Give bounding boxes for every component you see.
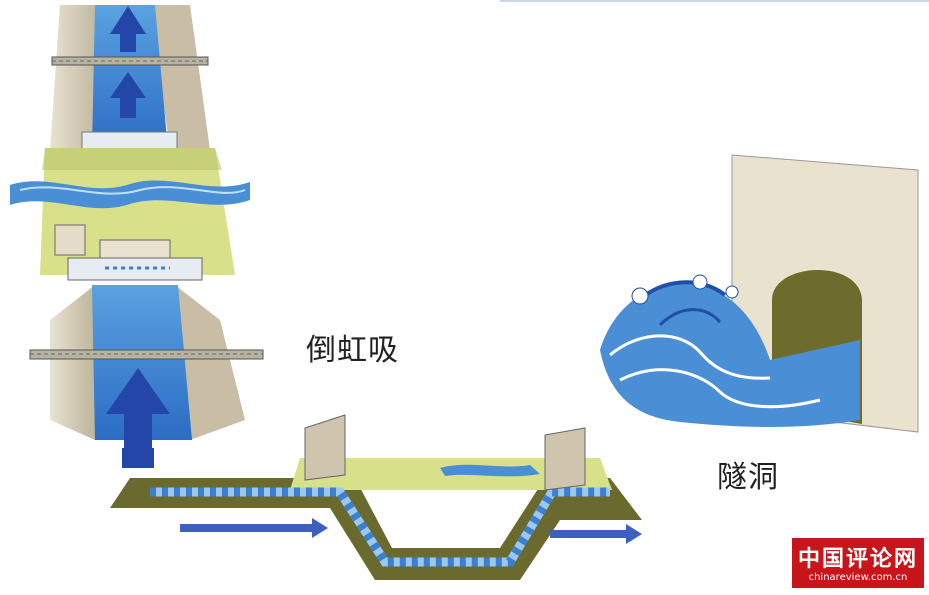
right-arrow-icon: [550, 524, 642, 544]
up-arrow-icon: [110, 6, 146, 52]
building-icon: [304, 414, 346, 481]
up-arrow-icon: [110, 72, 146, 118]
watermark-url: chinareview.com.cn: [808, 572, 908, 583]
right-arrow-icon: [180, 518, 328, 538]
canal-wall-right-top: [150, 5, 210, 150]
river-crossing: [10, 180, 250, 209]
siphon-river: [440, 464, 540, 477]
up-arrow-icon: [106, 368, 170, 448]
watermark-logo: 中国评论网 chinareview.com.cn: [792, 538, 924, 588]
siphon-earth: [110, 478, 642, 580]
building-icon: [544, 427, 586, 491]
canal-wall-left-top: [50, 5, 100, 150]
pump-station: [67, 257, 203, 281]
tunnel-label: 隧洞: [717, 460, 779, 495]
siphon-label: 倒虹吸: [306, 333, 399, 368]
gate-structure: [81, 131, 178, 151]
canal-wall-right-bottom: [175, 285, 245, 440]
siphon-section: [110, 414, 642, 580]
canal-wall-left-bottom: [50, 285, 95, 440]
building-icon: [54, 224, 86, 256]
watermark-title: 中国评论网: [797, 547, 918, 572]
tunnel-section: [600, 154, 919, 433]
grass-band: [40, 148, 235, 275]
canal-section: [10, 5, 264, 468]
